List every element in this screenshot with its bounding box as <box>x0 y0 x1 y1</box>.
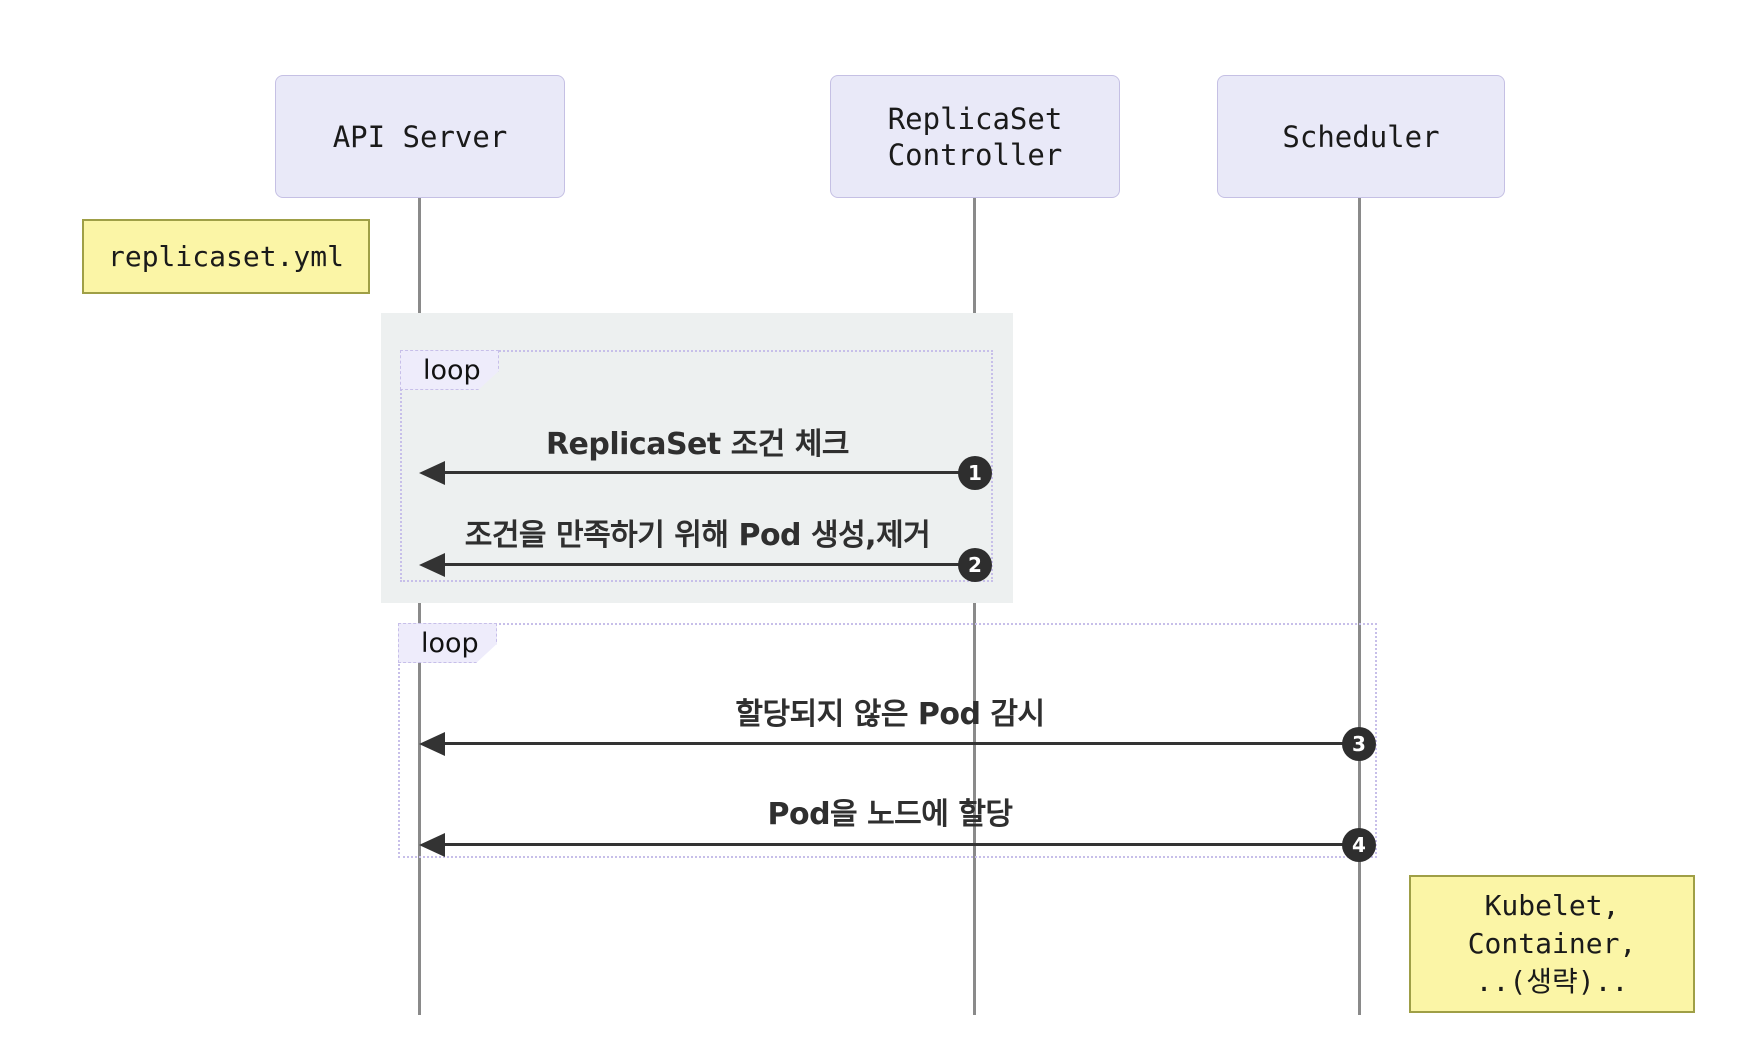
loop-frame-1-label: loop <box>400 350 499 390</box>
note-kubelet-line3: ..(생략).. <box>1475 965 1629 998</box>
note-replicaset-yml: replicaset.yml <box>82 219 370 294</box>
sequence-badge-4: 4 <box>1342 828 1376 862</box>
actor-replicaset-controller-label-line2: Controller <box>887 137 1063 172</box>
loop-frame-1 <box>400 350 993 582</box>
lifeline-scheduler <box>1358 198 1361 1015</box>
actor-replicaset-controller-label-line1: ReplicaSet <box>887 101 1063 136</box>
sequence-badge-2: 2 <box>958 548 992 582</box>
message-3-arrow-line <box>440 742 1360 745</box>
lifeline-api-server <box>418 198 421 1015</box>
message-2-text: 조건을 만족하기 위해 Pod 생성,제거 <box>464 518 931 553</box>
message-4-arrow-line <box>440 843 1360 846</box>
sequence-badge-1: 1 <box>958 456 992 490</box>
message-2-arrow-line <box>440 563 975 566</box>
note-kubelet: Kubelet, Container, ..(생략).. <box>1409 875 1695 1013</box>
loop-frame-1-label-text: loop <box>423 354 481 386</box>
note-replicaset-yml-text: replicaset.yml <box>107 239 344 273</box>
note-kubelet-line1: Kubelet, <box>1484 889 1620 922</box>
message-3-text: 할당되지 않은 Pod 감시 <box>735 697 1045 732</box>
message-3-arrowhead-icon <box>419 732 445 756</box>
message-4-text: Pod을 노드에 할당 <box>767 797 1013 832</box>
message-4-arrowhead-icon <box>419 833 445 857</box>
actor-scheduler: Scheduler <box>1217 75 1505 198</box>
loop-frame-2 <box>398 623 1377 858</box>
message-1-arrow-line <box>440 471 975 474</box>
actor-api-server-label: API Server <box>332 119 508 154</box>
loop-frame-2-label-text: loop <box>421 627 479 659</box>
lifeline-replicaset-controller <box>973 198 976 1015</box>
message-1-arrowhead-icon <box>419 461 445 485</box>
loop-frame-2-label: loop <box>398 623 497 663</box>
actor-scheduler-label: Scheduler <box>1282 119 1440 154</box>
message-2-arrowhead-icon <box>419 553 445 577</box>
sequence-badge-3: 3 <box>1342 727 1376 761</box>
actor-api-server: API Server <box>275 75 565 198</box>
message-1-text: ReplicaSet 조건 체크 <box>545 427 850 462</box>
note-kubelet-line2: Container, <box>1467 927 1637 960</box>
actor-replicaset-controller: ReplicaSet Controller <box>830 75 1120 198</box>
